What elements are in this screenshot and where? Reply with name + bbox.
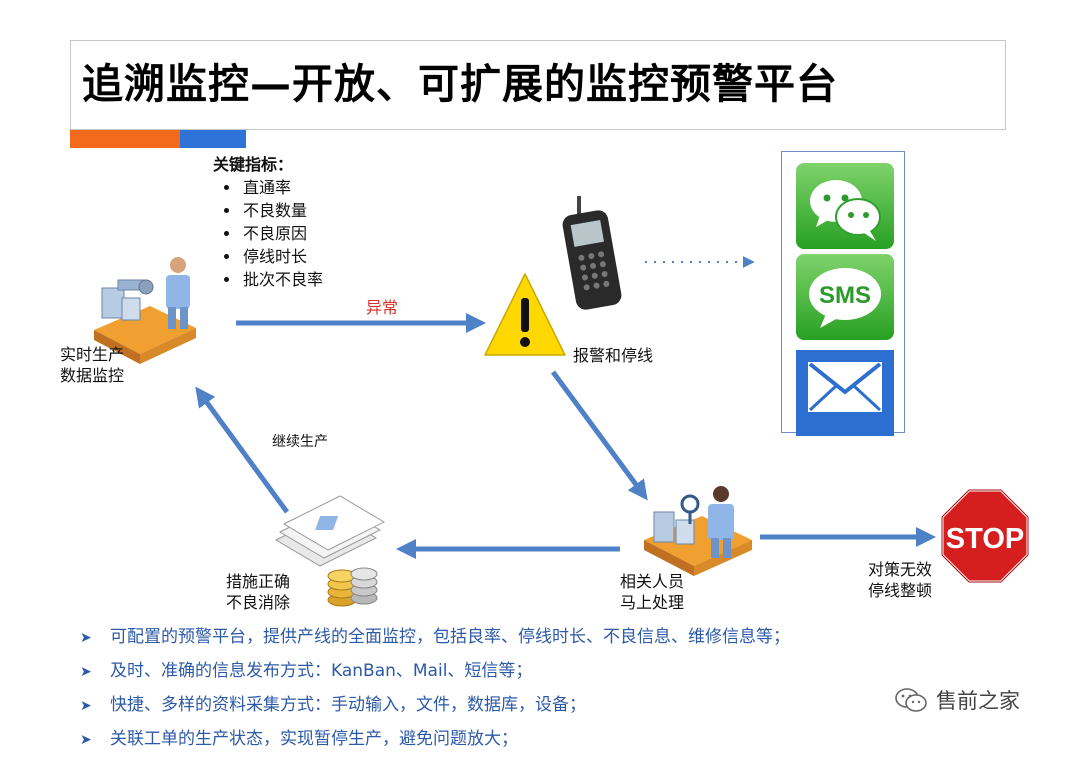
personnel-label-line-2: 马上处理	[620, 592, 684, 613]
feature-bullet-list: ➤可配置的预警平台，提供产线的全面监控，包括良率、停线时长、不良信息、维修信息等…	[80, 620, 790, 756]
monitor-label-line-2: 数据监控	[60, 365, 124, 386]
stop-sign-icon: STOP	[942, 490, 1028, 582]
watermark-text: 售前之家	[936, 685, 1020, 715]
wechat-watermark-icon	[894, 686, 928, 714]
feature-bullet: ➤及时、准确的信息发布方式：KanBan、Mail、短信等；	[80, 654, 790, 688]
ineffective-label-line-1: 对策无效	[868, 559, 932, 580]
feature-bullet-text: 及时、准确的信息发布方式：KanBan、Mail、短信等；	[110, 661, 532, 681]
arrow-alarm-to-personnel	[553, 372, 643, 494]
feature-bullet: ➤可配置的预警平台，提供产线的全面监控，包括良率、停线时长、不良信息、维修信息等…	[80, 620, 790, 654]
personnel-label-line-1: 相关人员	[620, 571, 684, 592]
documents-coins-icon	[276, 496, 384, 606]
inspection-worker-icon	[644, 486, 752, 576]
bullet-arrow-icon: ➤	[80, 689, 110, 723]
feature-bullet-text: 可配置的预警平台，提供产线的全面监控，包括良率、停线时长、不良信息、维修信息等；	[110, 627, 790, 647]
bullet-arrow-icon: ➤	[80, 621, 110, 655]
alarm-label: 报警和停线	[573, 345, 653, 366]
monitor-label: 实时生产 数据监控	[60, 344, 124, 386]
warning-triangle-icon	[485, 274, 565, 355]
ineffective-label: 对策无效 停线整顿	[868, 559, 932, 601]
feature-bullet: ➤快捷、多样的资料采集方式：手动输入，文件，数据库，设备；	[80, 688, 790, 722]
mobile-phone-icon	[561, 196, 623, 311]
ineffective-label-line-2: 停线整顿	[868, 580, 932, 601]
measure-label-line-2: 不良消除	[226, 592, 290, 613]
watermark: 售前之家	[894, 682, 1020, 718]
feature-bullet: ➤关联工单的生产状态，实现暂停生产，避免问题放大；	[80, 722, 790, 756]
anomaly-label: 异常	[366, 297, 398, 318]
feature-bullet-text: 关联工单的生产状态，实现暂停生产，避免问题放大；	[110, 729, 518, 749]
bullet-arrow-icon: ➤	[80, 723, 110, 757]
mail-icon	[796, 350, 894, 436]
stop-sign-text: STOP	[946, 523, 1024, 555]
notification-channel-panel: SMS	[781, 151, 905, 433]
feature-bullet-text: 快捷、多样的资料采集方式：手动输入，文件，数据库，设备；	[110, 695, 586, 715]
sms-icon-text: SMS	[819, 282, 871, 309]
coin-stack-icon	[328, 568, 377, 606]
personnel-label: 相关人员 马上处理	[620, 571, 684, 613]
sms-icon: SMS	[796, 254, 894, 340]
wechat-icon	[796, 163, 894, 249]
measure-label: 措施正确 不良消除	[226, 571, 290, 613]
monitor-label-line-1: 实时生产	[60, 344, 124, 365]
bullet-arrow-icon: ➤	[80, 655, 110, 689]
measure-label-line-1: 措施正确	[226, 571, 290, 592]
continue-label: 继续生产	[272, 432, 328, 453]
